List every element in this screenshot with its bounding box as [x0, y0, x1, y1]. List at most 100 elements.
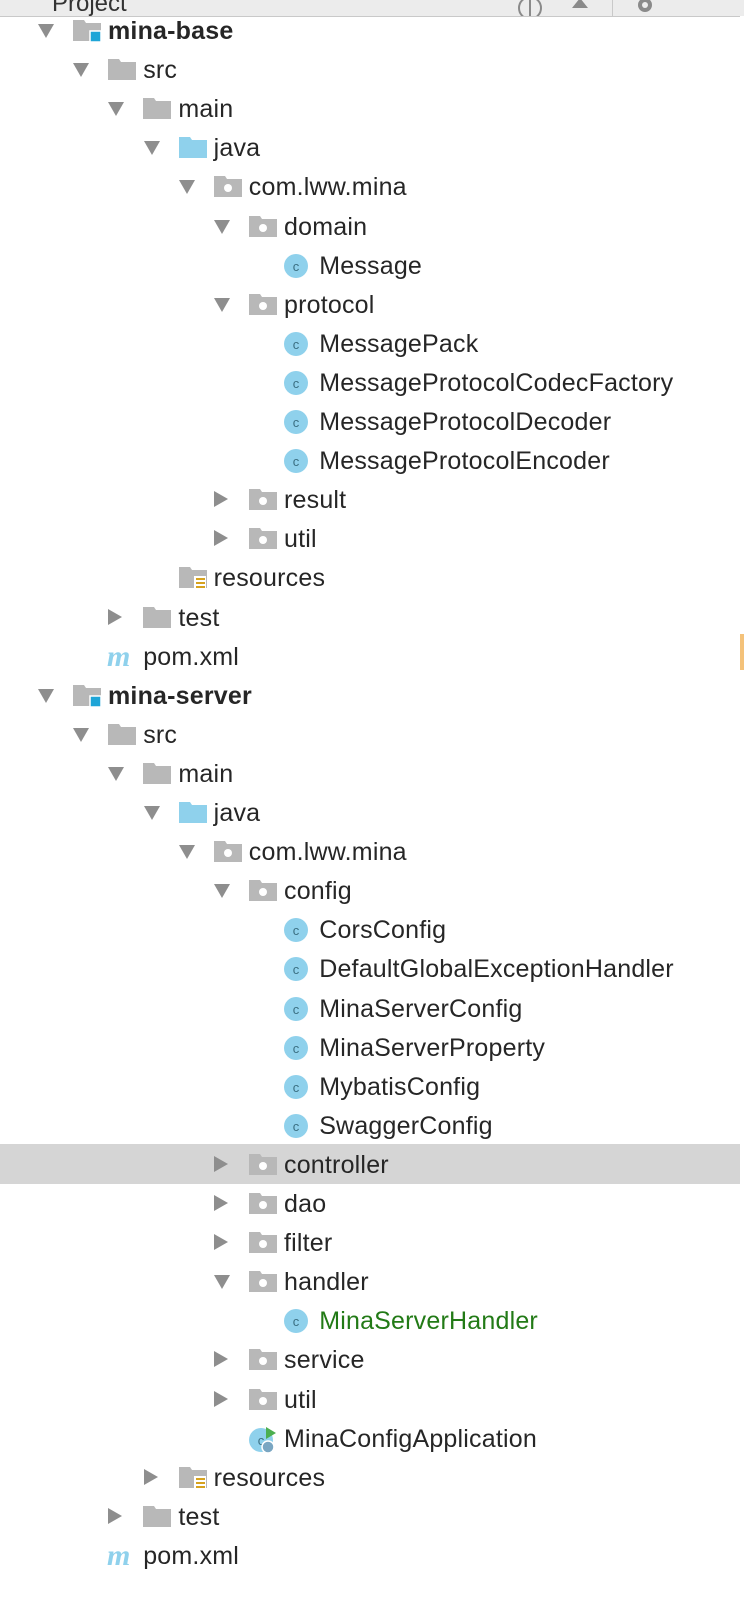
- tree-item-label: mina-server: [108, 681, 252, 710]
- source-folder-icon: [178, 135, 208, 159]
- gear-icon[interactable]: [634, 0, 656, 16]
- tree-item-com-lww-mina[interactable]: com.lww.mina: [0, 166, 740, 206]
- tree-item-label: service: [284, 1346, 365, 1375]
- package-icon: [248, 214, 278, 238]
- tree-item-mina-base[interactable]: mina-base: [0, 10, 740, 50]
- folder-icon: [142, 96, 172, 120]
- expand-arrow-down-icon[interactable]: [214, 219, 230, 234]
- tree-item-java[interactable]: java: [0, 792, 740, 832]
- tree-item-java[interactable]: java: [0, 127, 740, 167]
- expand-arrow-down-icon[interactable]: [214, 884, 230, 899]
- tree-item-label: java: [213, 134, 261, 163]
- tree-item-main[interactable]: main: [0, 753, 740, 793]
- svg-text:c: c: [293, 1314, 300, 1329]
- tree-item-domain[interactable]: domain: [0, 206, 740, 246]
- folder-icon: [142, 1504, 172, 1528]
- tree-item-label: resources: [213, 1463, 326, 1492]
- tree-item-src[interactable]: src: [0, 49, 740, 89]
- collapse-arrow-right-icon[interactable]: [214, 1351, 228, 1368]
- collapse-arrow-right-icon[interactable]: [214, 1234, 228, 1251]
- tree-item-label: mina-base: [108, 17, 234, 45]
- class-icon: c: [283, 331, 313, 356]
- tree-item-handler[interactable]: handler: [0, 1261, 740, 1301]
- tree-item-label: java: [213, 799, 261, 827]
- expand-arrow-down-icon[interactable]: [178, 180, 195, 195]
- expand-arrow-down-icon[interactable]: [108, 102, 125, 117]
- folder-icon: [107, 57, 137, 81]
- package-icon: [213, 174, 243, 198]
- expand-arrow-down-icon[interactable]: [38, 24, 54, 38]
- tree-item-main[interactable]: main: [0, 88, 740, 128]
- tree-item-service[interactable]: service: [0, 1339, 740, 1379]
- tree-item-label: resources: [213, 564, 326, 593]
- package-icon: [248, 1230, 278, 1254]
- class-icon: c: [283, 956, 313, 982]
- collapse-arrow-right-icon[interactable]: [214, 530, 228, 547]
- collapse-arrow-right-icon[interactable]: [108, 1507, 123, 1524]
- expand-arrow-down-icon[interactable]: [143, 141, 160, 156]
- tree-item-com-lww-mina[interactable]: com.lww.mina: [0, 831, 740, 871]
- tree-item-label: handler: [284, 1268, 369, 1297]
- tree-item-label: pom.xml: [143, 642, 240, 671]
- collapse-arrow-right-icon[interactable]: [143, 1468, 158, 1485]
- expand-arrow-down-icon[interactable]: [214, 297, 230, 312]
- svg-text:c: c: [293, 337, 300, 352]
- tree-item-resources[interactable]: resources: [0, 557, 740, 597]
- maven-icon: m: [107, 644, 137, 670]
- expand-arrow-down-icon[interactable]: [214, 1275, 230, 1290]
- tree-item-mina-server[interactable]: mina-server: [0, 675, 740, 715]
- expand-arrow-down-icon[interactable]: [73, 727, 90, 742]
- tree-item-label: main: [178, 759, 234, 788]
- tree-item-resources[interactable]: resources: [0, 1457, 740, 1497]
- collapse-arrow-right-icon[interactable]: [214, 1390, 228, 1407]
- expand-arrow-down-icon[interactable]: [108, 766, 125, 781]
- expand-arrow-down-icon[interactable]: [38, 688, 54, 703]
- tree-item-src[interactable]: src: [0, 714, 740, 754]
- locate-target-icon[interactable]: [516, 0, 544, 16]
- svg-text:c: c: [293, 923, 300, 938]
- svg-text:c: c: [293, 376, 300, 391]
- expand-arrow-down-icon[interactable]: [178, 845, 195, 860]
- expand-arrow-down-icon[interactable]: [73, 63, 90, 78]
- collapse-arrow-right-icon[interactable]: [214, 1195, 228, 1211]
- tree-item-controller[interactable]: controller: [0, 1143, 740, 1184]
- tree-item-test[interactable]: test: [0, 597, 740, 637]
- collapse-arrow-right-icon[interactable]: [108, 608, 123, 625]
- svg-text:m: m: [107, 1543, 130, 1569]
- tree-item-label: MybatisConfig: [319, 1072, 481, 1101]
- tree-item-config[interactable]: config: [0, 870, 740, 910]
- collapse-all-icon[interactable]: [570, 0, 590, 16]
- tree-item-result[interactable]: result: [0, 479, 740, 519]
- folder-icon: [107, 722, 137, 746]
- panel-title: Project: [52, 0, 127, 17]
- collapse-arrow-right-icon[interactable]: [214, 1155, 228, 1172]
- maven-icon: m: [107, 1543, 137, 1569]
- tree-item-test[interactable]: test: [0, 1496, 740, 1536]
- tree-item-dao[interactable]: dao: [0, 1183, 740, 1223]
- expand-arrow-down-icon[interactable]: [143, 806, 160, 820]
- package-icon: [248, 292, 278, 316]
- tree-item-filter[interactable]: filter: [0, 1222, 740, 1262]
- vertical-scrollbar[interactable]: [740, 16, 744, 1604]
- folder-icon: [142, 605, 172, 629]
- tree-item-protocol[interactable]: protocol: [0, 284, 740, 324]
- tree-item-util[interactable]: util: [0, 1379, 740, 1419]
- collapse-arrow-right-icon[interactable]: [214, 491, 228, 508]
- tree-item-label: test: [178, 1502, 220, 1531]
- tree-item-util[interactable]: util: [0, 518, 740, 558]
